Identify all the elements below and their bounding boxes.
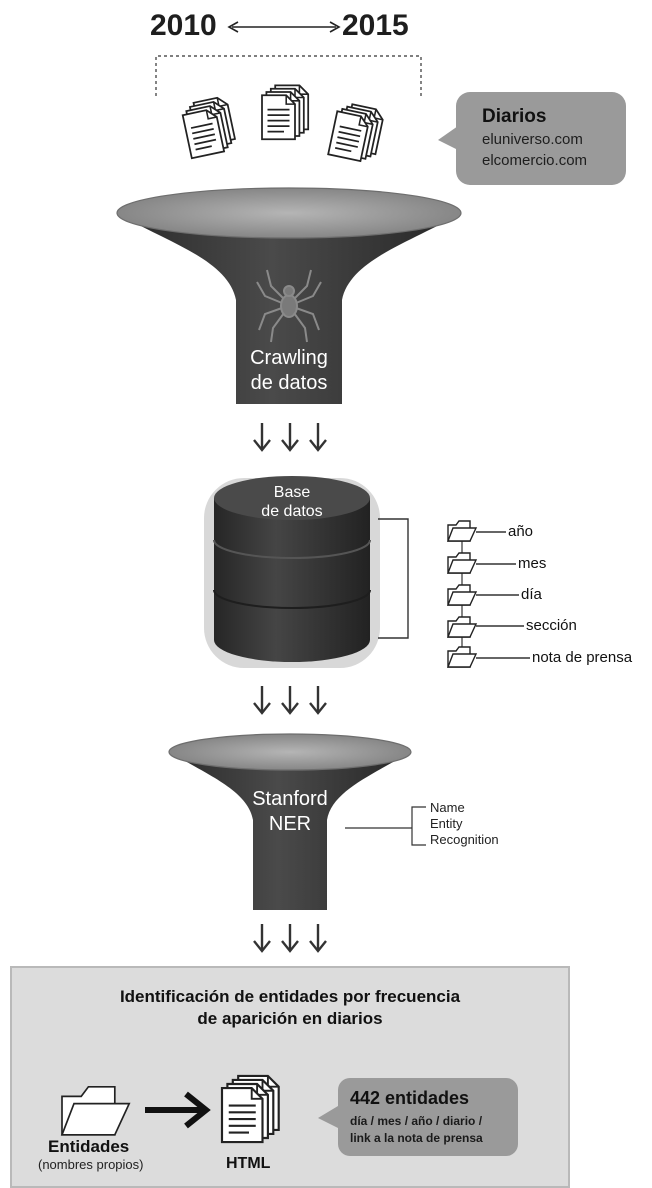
folder-label-section: sección [526,617,577,634]
ner-expansion: Name Entity Recognition [430,800,499,848]
folder-label-year: año [508,523,534,540]
crawler-label-line1: Crawling [250,347,328,369]
database-label-line2: de datos [261,503,323,520]
database-label-line1: Base [273,484,311,501]
folder-connectors [476,531,530,659]
crawler-label-line2: de datos [250,372,328,394]
ner-expansion-name: Name [430,800,465,815]
count-line1: día / mes / año / diario / [350,1114,483,1128]
right-arrow-icon [145,1091,211,1129]
html-document-icon [222,1076,279,1142]
timeline-start-year: 2010 [150,9,217,42]
ner-funnel [168,733,412,910]
output-title-line1: Identificación de entidades por frecuenc… [119,987,461,1006]
timeline-bracket [155,55,422,96]
count-line2: link a la nota de prensa [350,1131,483,1145]
database-label: Base de datos [232,483,352,521]
ner-expansion-entity: Entity [430,816,463,831]
crawler-label: Crawling de datos [229,346,349,396]
sources-title: Diarios [482,106,547,127]
database-bracket [378,518,409,639]
folder-label-article: nota de prensa [532,649,633,666]
ner-label-line2: NER [268,813,312,835]
ner-label-line1: Stanford [252,788,328,810]
timeline-end-year: 2015 [342,9,409,42]
count-title: 442 entidades [350,1088,470,1108]
database-cylinder [204,476,380,668]
folder-label-month: mes [518,555,547,572]
entities-folder-icon [60,1085,131,1136]
folder-label-day: día [521,586,542,603]
output-title-line2: de aparición en diarios [197,1009,383,1028]
ner-bracket [345,806,426,846]
source-item: elcomercio.com [482,152,588,169]
sources-callout [438,92,626,185]
entities-sublabel: (nombres propios) [38,1157,144,1172]
spider-icon [256,269,322,343]
source-item: eluniverso.com [482,131,583,148]
timeline-arrow [227,21,341,33]
html-label: HTML [226,1155,271,1172]
ner-label: Stanford NER [230,787,350,837]
entities-label: Entidades [48,1137,130,1156]
count-callout [338,1078,518,1156]
count-callout-pointer [318,1106,338,1128]
ner-expansion-recognition: Recognition [430,832,499,847]
